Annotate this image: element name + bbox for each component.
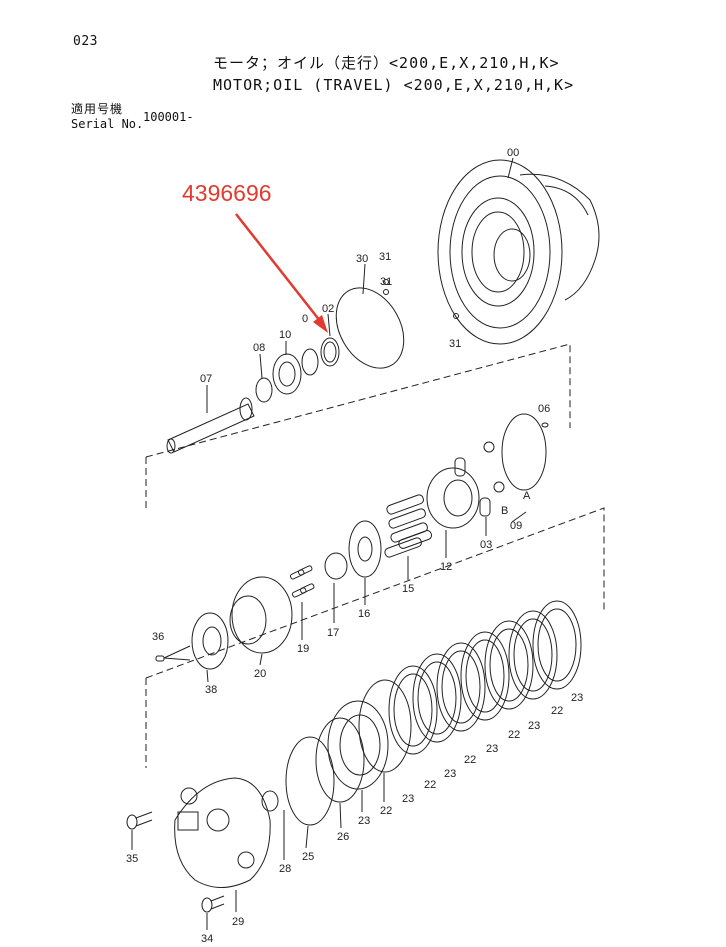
callout-23: 23 [444,768,456,780]
clutch-plates-part-22-23 [388,600,582,755]
serial-label: Serial No. [71,117,144,131]
diagram-linework [126,157,605,913]
snap-ring-part-02 [320,337,340,367]
bolt-part-40a [126,811,153,830]
callout-15: 15 [402,583,414,595]
callout-38: 38 [205,684,217,696]
title-japanese: モータ；オイル（走行）<200,E,X,210,H,K> [213,54,560,72]
pistons-part-15 [384,494,433,558]
valve-plate-part-38 [191,612,229,670]
shaft-part-07 [167,403,255,453]
callout-28: 26 [337,831,349,843]
callout-19: 19 [297,643,309,655]
callout-23: 23 [486,743,498,755]
frame-upper [145,343,571,458]
callout-22: 22 [424,779,436,791]
callout-17: 17 [327,627,339,639]
callout-30: 30 [356,253,368,265]
retainer-part-16 [348,520,382,578]
callout-34: 29 [232,916,244,928]
title-english: MOTOR;OIL (TRAVEL) <200,E,X,210,H,K> [213,76,575,94]
callout-16: 16 [358,608,370,620]
callout-03: 03 [480,539,492,551]
frame-middle [145,507,605,679]
highlight-arrow [235,213,328,333]
leader-00 [507,157,514,179]
callout-35: 28 [279,863,291,875]
rear-flange-part-34 [174,777,271,888]
callout-29: 25 [302,851,314,863]
o-ring-part-30 [335,287,405,369]
ring-part-0 [301,348,319,376]
callout-22: 22 [464,754,476,766]
callout-b: B [501,505,508,517]
callout-31: 31 [379,251,391,263]
pin-part-36 [155,655,165,662]
callout-22: 22 [551,705,563,717]
highlighted-part-number: 4396696 [182,180,272,206]
callout-31: 31 [380,276,392,288]
callout-a: A [523,490,531,502]
callout-40: 34 [201,933,213,945]
pin-part-31a [383,279,389,285]
callout-40: 35 [126,853,138,865]
callout-25: 23 [358,815,370,827]
callout-00: 00 [507,147,519,159]
callout-12: 12 [440,561,452,573]
callout-23: 23 [571,692,583,704]
ring-part-29 [285,736,335,826]
plate-part-26 [358,679,412,773]
swash-plate-part-12 [426,467,480,529]
callout-07: 07 [200,373,212,385]
pins-part-19 [289,565,315,598]
housing-part-00 [437,159,600,345]
pin-part-31c [453,313,459,319]
leader-30 [362,263,366,295]
callout-36: 36 [152,631,164,643]
ring-part-28 [315,717,365,803]
serial-value: 100001- [143,110,194,124]
bush-part-17 [324,552,348,580]
cylinder-block-part-20 [231,576,293,654]
callout-09: 09 [510,520,522,532]
page-number: 023 [73,34,98,49]
callout-22: 22 [508,729,520,741]
callout-31: 31 [449,338,461,350]
plate-part-06 [501,413,547,491]
pin-part-03 [479,497,491,517]
piston-part-25 [327,700,389,790]
bearing-part-10 [272,353,302,395]
callout-10: 10 [279,329,291,341]
callout-23: 23 [402,793,414,805]
callout-labels: 00 31 30 31 31 02 0 10 08 07 06 A B 09 0… [126,147,583,945]
pin-part-31b [383,289,389,295]
callout-08: 08 [253,342,265,354]
bolt-part-40b [201,895,225,913]
serial-label-japanese: 適用号機 [71,102,124,116]
callout-06: 06 [538,403,550,415]
leader-lines [131,511,527,930]
callout-26: 22 [380,805,392,817]
callout-02: 02 [322,303,334,315]
callout-0: 0 [302,313,308,325]
snap-ring-part-08 [255,377,273,403]
callout-23: 23 [528,720,540,732]
bearing-part-35 [261,790,279,812]
callout-20: 20 [254,668,266,680]
